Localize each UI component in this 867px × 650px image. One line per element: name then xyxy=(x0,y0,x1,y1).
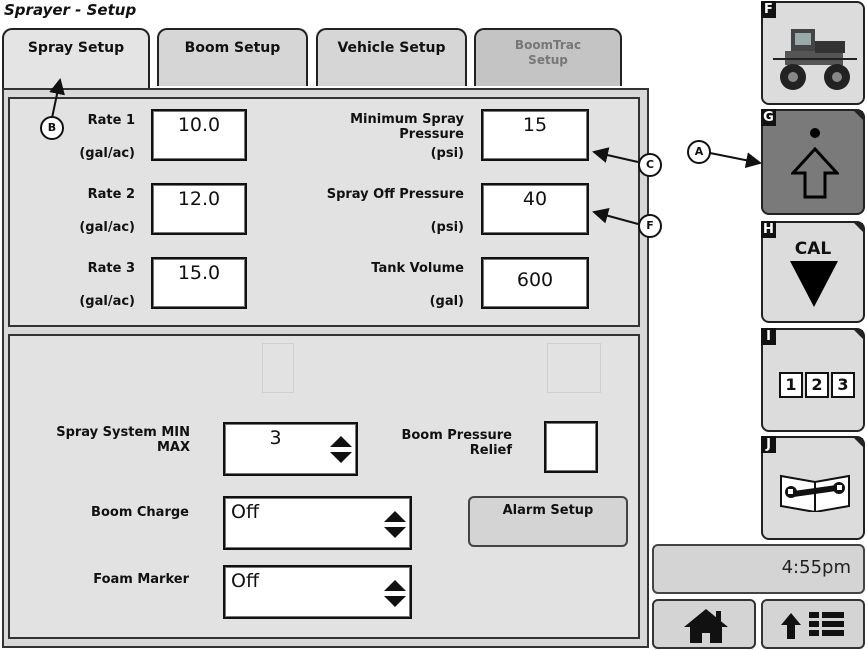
wrench-book-icon xyxy=(780,474,850,512)
spray-off-pressure-value: 40 xyxy=(522,188,548,210)
foam-marker-value: Off xyxy=(231,570,260,592)
clock-display: 4:55pm xyxy=(652,544,865,594)
digit-box: 3 xyxy=(831,372,855,398)
boom-charge-value: Off xyxy=(231,501,260,523)
button-letter-i: I xyxy=(761,328,776,345)
page-title: Sprayer - Setup xyxy=(4,1,137,19)
callout-a: A xyxy=(687,140,711,164)
spray-system-label: Spray System MIN MAX xyxy=(56,425,190,455)
min-spray-pressure-input[interactable]: 15 xyxy=(481,109,589,161)
numeric-123-icon: 1 2 3 xyxy=(779,372,855,398)
rate1-input[interactable]: 10.0 xyxy=(151,109,247,161)
tank-volume-label: Tank Volume xyxy=(371,261,464,276)
rate3-unit: (gal/ac) xyxy=(79,294,135,309)
foam-marker-select[interactable]: Off xyxy=(223,565,412,619)
callout-b: B xyxy=(40,116,64,140)
up-arrow-icon xyxy=(791,128,839,199)
side-button-j[interactable]: J xyxy=(761,436,865,540)
tab-boom-setup[interactable]: Boom Setup xyxy=(157,28,308,86)
min-spray-pressure-label: Minimum Spray Pressure xyxy=(350,112,464,142)
rate1-value: 10.0 xyxy=(177,114,221,136)
tank-volume-unit: (gal) xyxy=(429,294,464,309)
side-button-g[interactable]: G xyxy=(761,109,865,215)
side-button-h[interactable]: H CAL xyxy=(761,221,865,323)
tank-volume-value: 600 xyxy=(516,269,554,291)
spray-off-pressure-unit: (psi) xyxy=(430,220,464,235)
spray-system-value: 3 xyxy=(269,427,282,449)
alarm-setup-button[interactable]: Alarm Setup xyxy=(468,496,628,547)
rate2-input[interactable]: 12.0 xyxy=(151,183,247,235)
foam-marker-label: Foam Marker xyxy=(93,572,189,587)
tab-vehicle-setup[interactable]: Vehicle Setup xyxy=(316,28,467,86)
button-letter-j: J xyxy=(761,436,776,453)
boom-pressure-relief-checkbox[interactable] xyxy=(544,421,598,473)
home-button[interactable] xyxy=(652,599,756,649)
corner-marker xyxy=(854,438,863,447)
corner-marker xyxy=(854,223,863,232)
boom-pressure-relief-label: Boom Pressure Relief xyxy=(401,428,512,458)
hidden-field-ghost xyxy=(262,343,294,393)
rate2-unit: (gal/ac) xyxy=(79,220,135,235)
rate3-label: Rate 3 xyxy=(87,261,135,276)
digit-box: 2 xyxy=(805,372,829,398)
callout-c: C xyxy=(638,153,662,177)
boom-charge-label: Boom Charge xyxy=(91,505,189,520)
cal-down-arrow-icon xyxy=(790,261,838,307)
up-arrow-menu-icon xyxy=(781,612,844,639)
button-letter-f: F xyxy=(761,1,776,18)
hidden-field-ghost xyxy=(547,343,601,393)
min-spray-pressure-value: 15 xyxy=(522,114,548,136)
min-spray-pressure-unit: (psi) xyxy=(430,146,464,161)
rate2-label: Rate 2 xyxy=(87,187,135,202)
spray-off-pressure-input[interactable]: 40 xyxy=(481,183,589,235)
side-button-i[interactable]: I 1 2 3 xyxy=(761,328,865,432)
corner-marker xyxy=(854,111,863,120)
callout-f: F xyxy=(638,214,662,238)
corner-marker xyxy=(854,330,863,339)
rate3-input[interactable]: 15.0 xyxy=(151,257,247,309)
digit-box: 1 xyxy=(779,372,803,398)
cal-label: CAL xyxy=(794,239,832,259)
spray-system-stepper[interactable]: 3 xyxy=(223,422,358,476)
side-button-f[interactable]: F xyxy=(761,1,865,105)
sprayer-vehicle-icon xyxy=(773,29,857,90)
rate1-label: Rate 1 xyxy=(87,113,135,128)
boom-charge-select[interactable]: Off xyxy=(223,496,412,550)
tab-spray-setup[interactable]: Spray Setup xyxy=(2,28,150,92)
spray-off-pressure-label: Spray Off Pressure xyxy=(326,187,464,202)
rate1-unit: (gal/ac) xyxy=(79,146,135,161)
button-letter-h: H xyxy=(761,221,776,238)
tank-volume-input[interactable]: 600 xyxy=(481,257,589,309)
tab-boomtrac-label: BoomTrac Setup xyxy=(514,38,582,67)
menu-button[interactable] xyxy=(761,599,865,649)
up-down-arrow-icon[interactable] xyxy=(384,580,406,608)
home-icon xyxy=(684,609,728,643)
up-down-arrow-icon[interactable] xyxy=(330,436,352,464)
tab-boomtrac-setup[interactable]: BoomTrac Setup xyxy=(474,28,622,86)
rate2-value: 12.0 xyxy=(177,188,221,210)
rate3-value: 15.0 xyxy=(177,262,221,284)
up-down-arrow-icon[interactable] xyxy=(384,511,406,539)
button-letter-g: G xyxy=(761,109,776,126)
